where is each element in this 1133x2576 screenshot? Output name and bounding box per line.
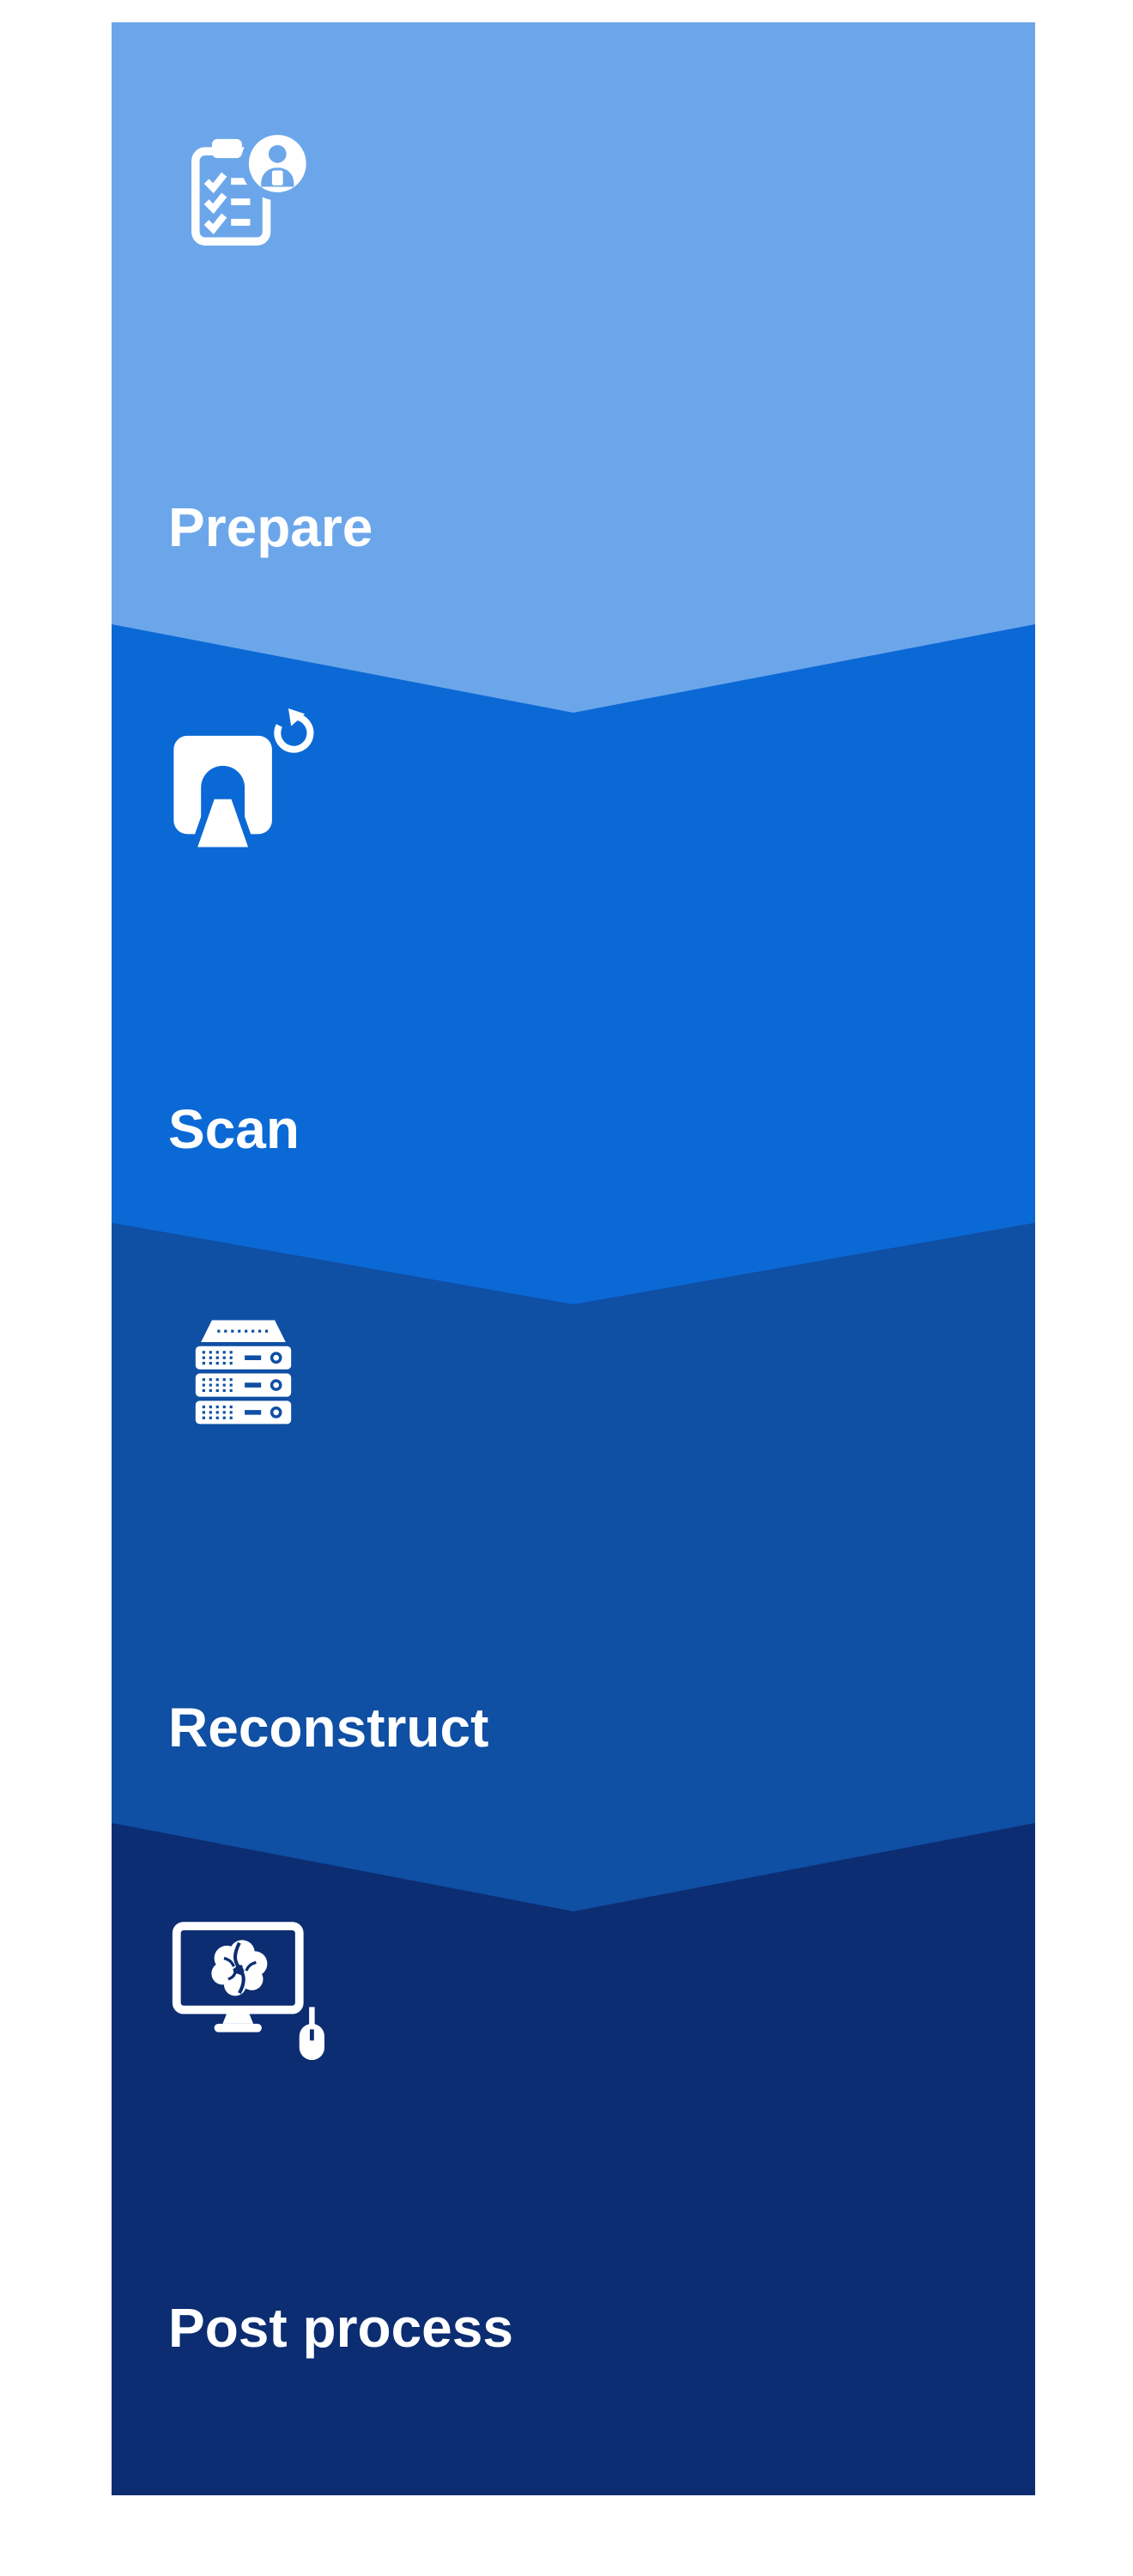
ct-scanner-icon (168, 708, 318, 859)
monitor-brain-mouse-icon (168, 1912, 336, 2071)
stage-prepare: Prepare (112, 22, 1035, 713)
stage-label-prepare: Prepare (168, 496, 373, 558)
stage-label-reconstruct: Reconstruct (168, 1697, 489, 1759)
server-stack-icon (168, 1305, 318, 1455)
stage-post-process: Post process (112, 1823, 1035, 2495)
clipboard-patient-icon (168, 118, 318, 269)
stage-reconstruct: Reconstruct (112, 1223, 1035, 1911)
stage-scan: Scan (112, 624, 1035, 1304)
stage-label-scan: Scan (168, 1098, 300, 1160)
stage-label-post-process: Post process (168, 2297, 513, 2359)
workflow-panel: Prepare Scan (112, 22, 1035, 2495)
